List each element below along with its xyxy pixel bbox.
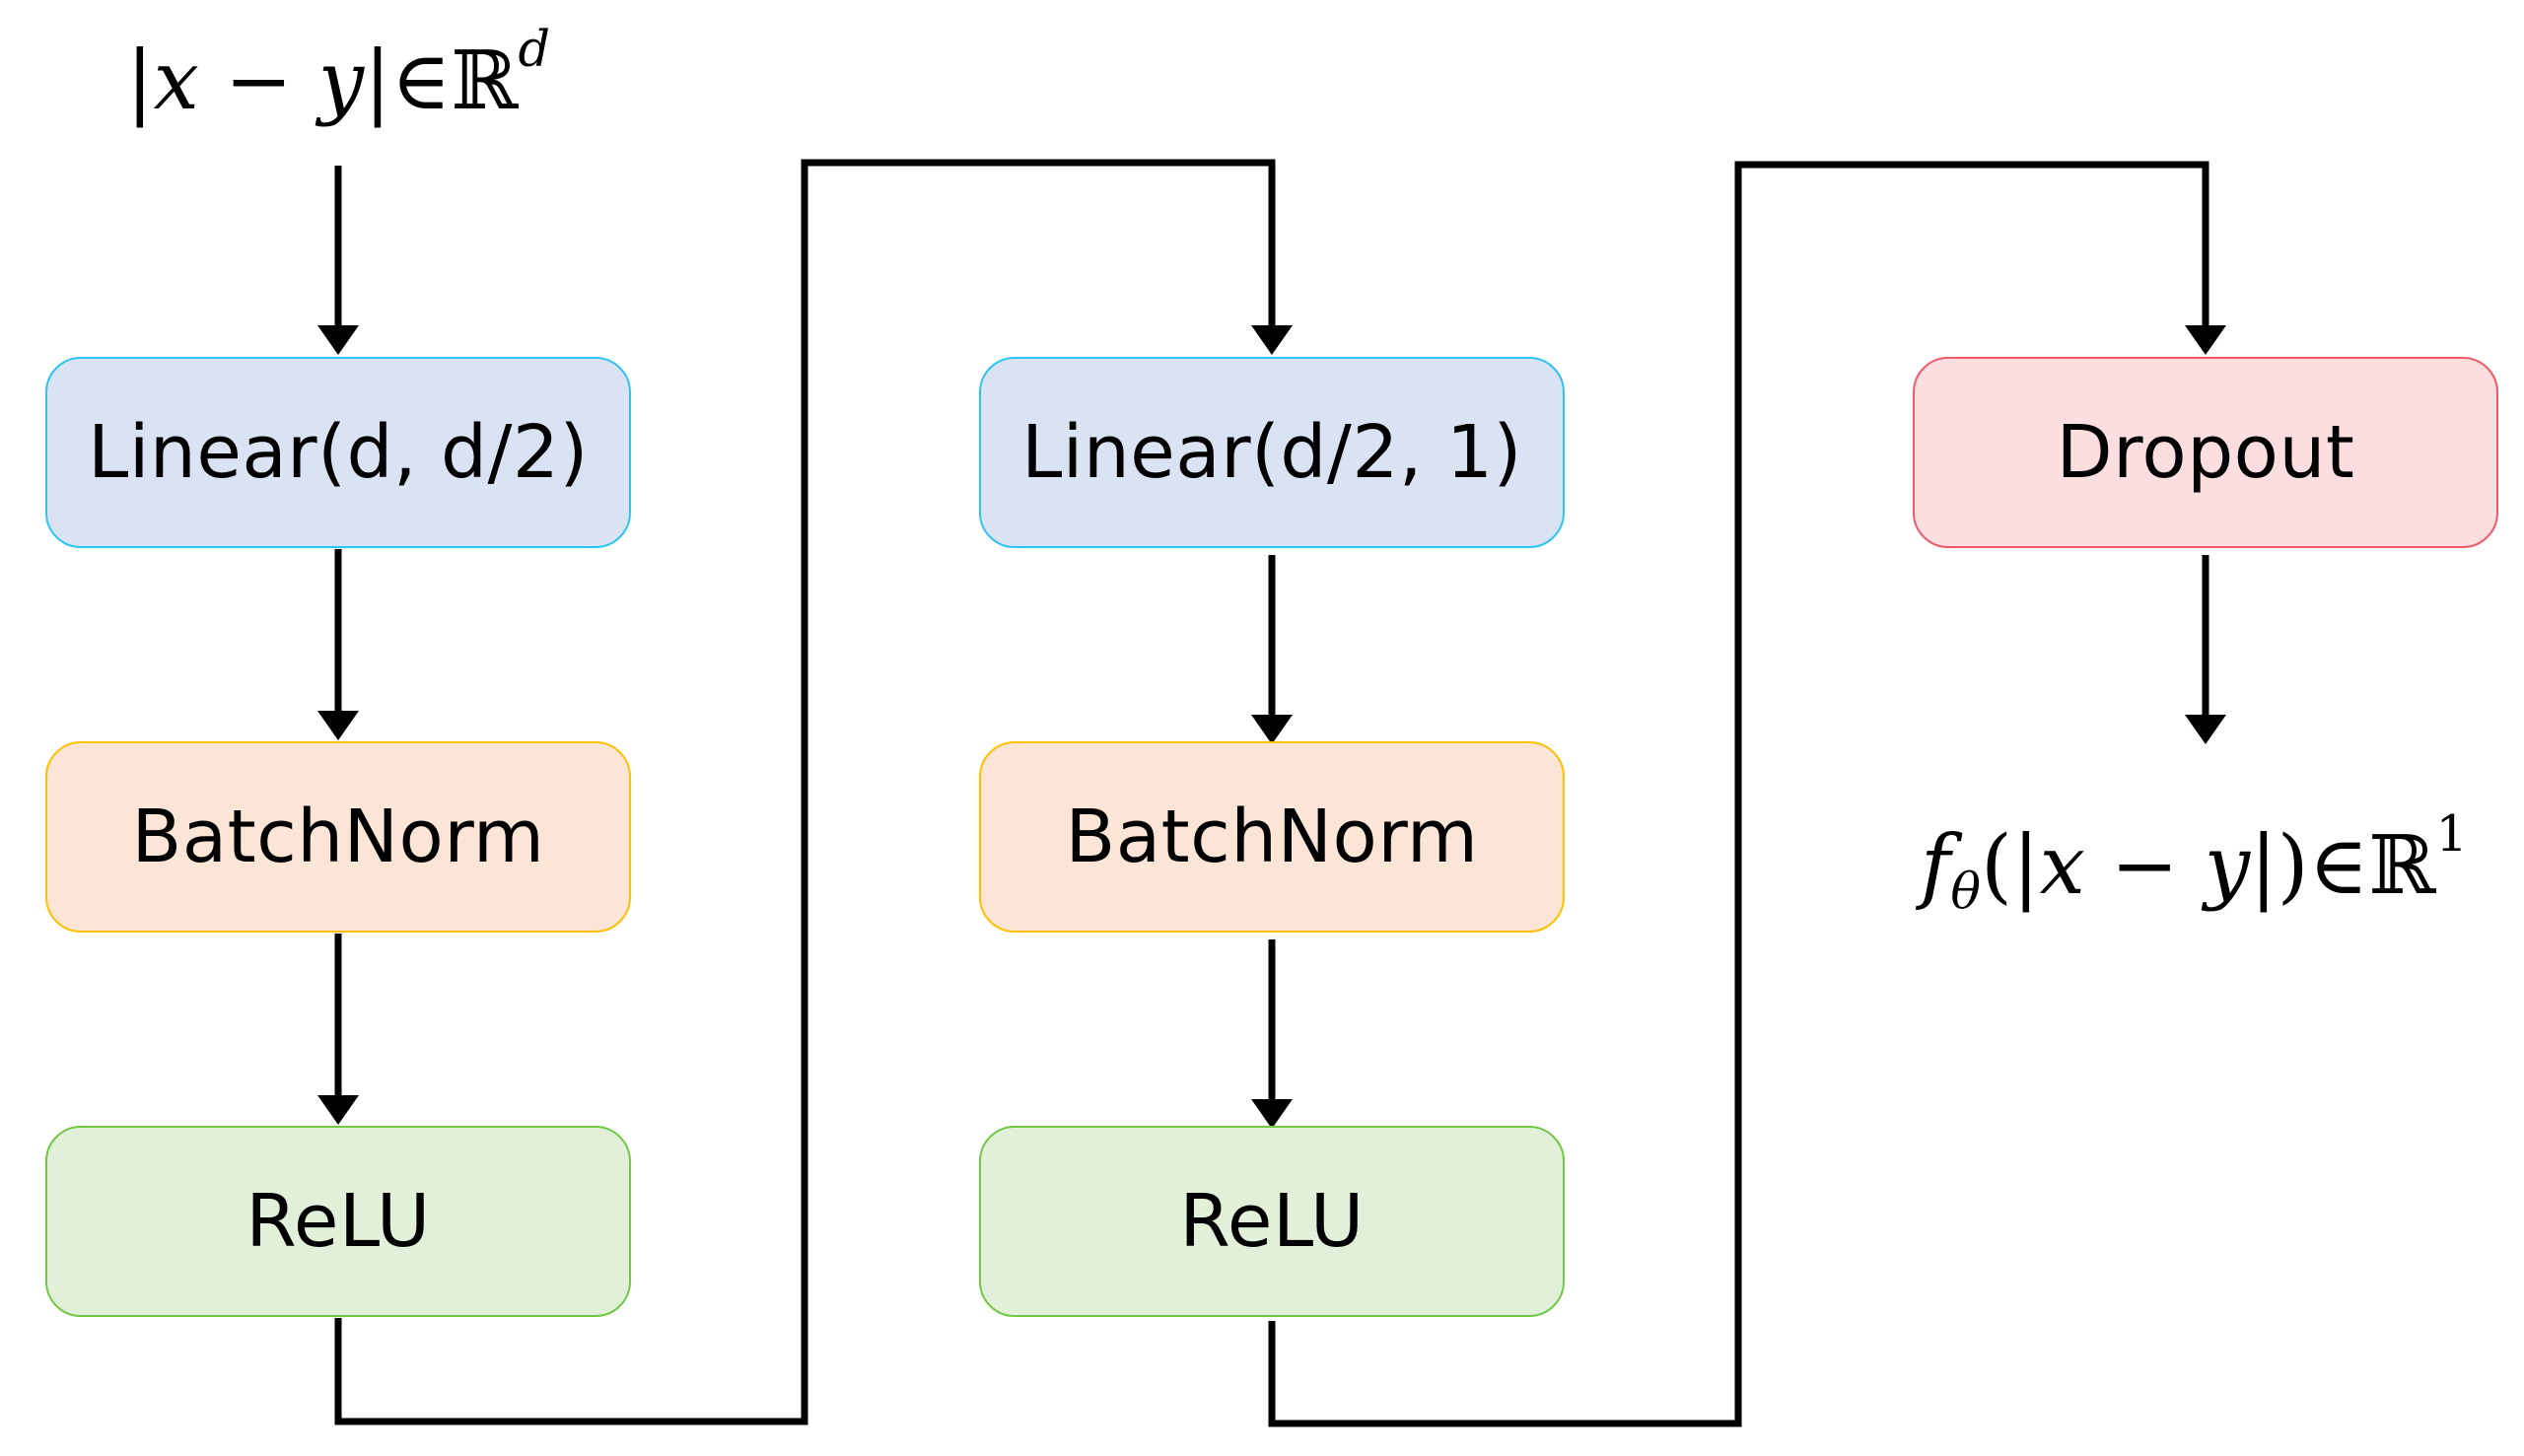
- batchnorm-block-1: BatchNorm: [45, 741, 631, 933]
- arrowhead-relu2: [1251, 1099, 1293, 1129]
- relu-block-1: ReLU: [45, 1126, 631, 1317]
- linear-block-1: Linear(d, d/2): [45, 357, 631, 548]
- input-label: |x − y|∈ℝd: [126, 19, 551, 128]
- dropout-block-label: Dropout: [2056, 410, 2355, 495]
- relu-block-2-label: ReLU: [1179, 1179, 1365, 1264]
- arrowhead-batchnorm1: [317, 711, 359, 740]
- connector-relu1-to-linear2: [334, 159, 1276, 1425]
- linear-block-2-label: Linear(d/2, 1): [1021, 410, 1522, 495]
- output-label: fθ(|x − y|)∈ℝ1: [1921, 803, 2468, 921]
- batchnorm-block-2-label: BatchNorm: [1065, 795, 1479, 879]
- connector-relu2-to-dropout: [1268, 161, 2209, 1427]
- arrowhead-linear2: [1251, 325, 1293, 355]
- arrowhead-relu1: [317, 1095, 359, 1125]
- arrowhead-dropout: [2185, 325, 2226, 355]
- arrowhead-batchnorm2: [1251, 715, 1293, 744]
- relu-block-2: ReLU: [979, 1126, 1565, 1317]
- linear-block-1-label: Linear(d, d/2): [88, 410, 589, 495]
- arrowhead-linear1: [317, 325, 359, 355]
- dropout-block: Dropout: [1913, 357, 2498, 548]
- relu-block-1-label: ReLU: [245, 1179, 431, 1264]
- linear-block-2: Linear(d/2, 1): [979, 357, 1565, 548]
- batchnorm-block-2: BatchNorm: [979, 741, 1565, 933]
- batchnorm-block-1-label: BatchNorm: [131, 795, 545, 879]
- arrowhead-output: [2185, 715, 2226, 744]
